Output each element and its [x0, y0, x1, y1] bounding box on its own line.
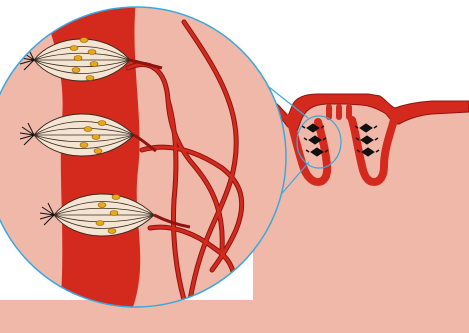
villi: [326, 104, 352, 120]
